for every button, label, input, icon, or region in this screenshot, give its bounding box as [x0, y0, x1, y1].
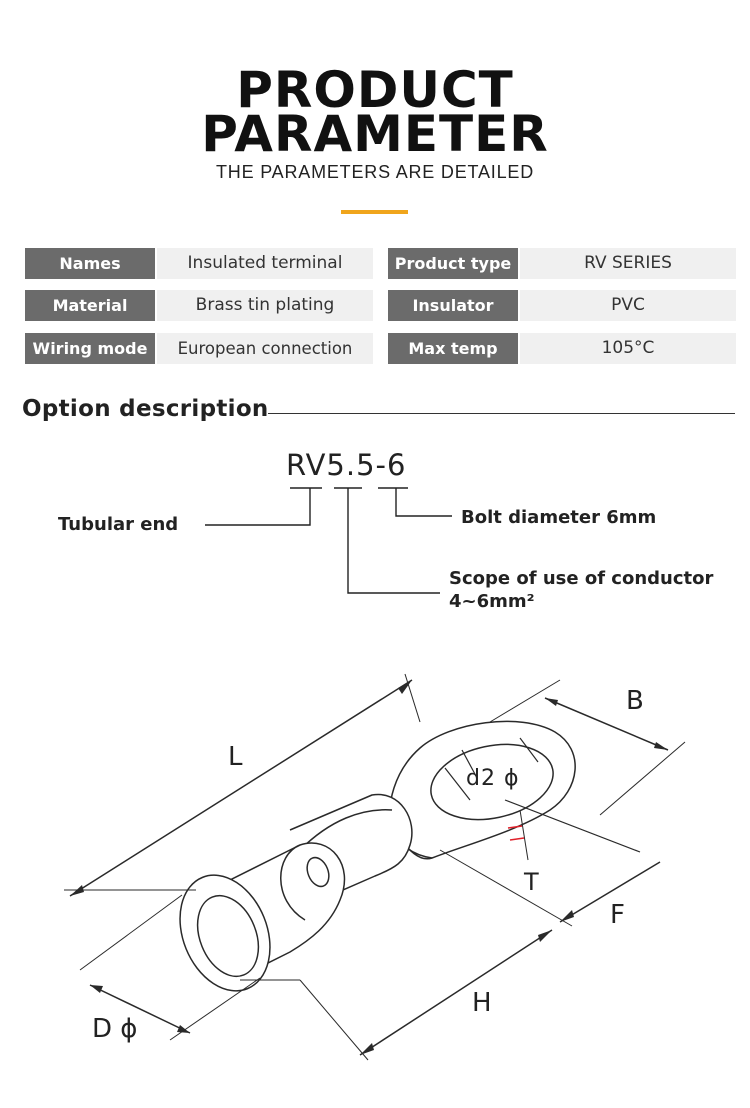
dim-label-L: L	[228, 742, 243, 772]
param-key: Insulator	[388, 290, 518, 321]
param-key: Material	[25, 290, 155, 321]
param-key: Product type	[388, 248, 518, 279]
param-key: Wiring mode	[25, 333, 155, 364]
option-connectors	[205, 487, 452, 594]
title-line-2: PARAMETER	[201, 105, 549, 163]
param-value: Brass tin plating	[157, 290, 373, 321]
dim-label-B: B	[626, 686, 644, 716]
param-value: RV SERIES	[520, 248, 736, 279]
tubular-end-label: Tubular end	[58, 514, 179, 535]
model-code: RV5.5-6	[286, 448, 407, 482]
param-value: 105°C	[520, 333, 736, 364]
dim-label-d2: d2 ϕ	[466, 766, 520, 791]
title-line-1: PRODUCT	[236, 61, 514, 119]
scope-label-line1: Scope of use of conductor	[449, 568, 714, 589]
accent-bar	[341, 210, 408, 214]
scope-label-line2: 4~6mm²	[449, 591, 535, 612]
subtitle: THE PARAMETERS ARE DETAILED	[216, 162, 534, 182]
section-title: Option description	[22, 396, 269, 422]
param-value: Insulated terminal	[157, 248, 373, 279]
section-divider	[268, 413, 735, 414]
bolt-diameter-label: Bolt diameter 6mm	[461, 507, 657, 528]
param-value: European connection	[157, 333, 373, 364]
dim-label-D: D ϕ	[92, 1014, 138, 1044]
terminal-drawing	[64, 673, 686, 1061]
dim-label-T: T	[524, 868, 539, 896]
dim-label-H: H	[472, 988, 492, 1018]
dim-label-F: F	[610, 900, 625, 930]
param-key: Max temp	[388, 333, 518, 364]
param-value: PVC	[520, 290, 736, 321]
param-key: Names	[25, 248, 155, 279]
